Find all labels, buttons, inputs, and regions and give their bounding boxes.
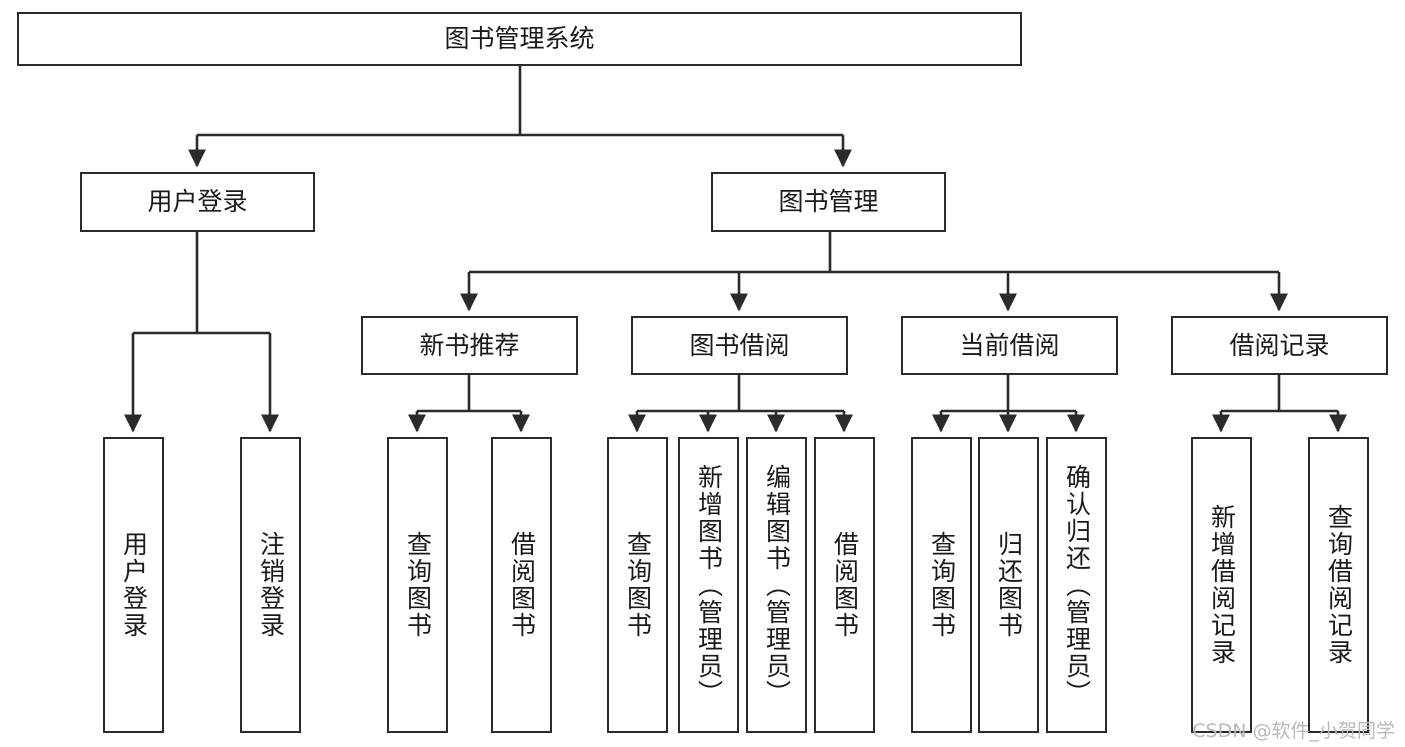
- node-book-management-label: 图书管理: [778, 187, 879, 216]
- leaf-label: 新增图书（管理员）: [694, 463, 724, 707]
- leaf-new-book-borrow[interactable]: 借阅图书: [491, 437, 552, 733]
- leaf-record-add-record[interactable]: 新增借阅记录: [1191, 437, 1252, 733]
- node-root-label: 图书管理系统: [444, 24, 595, 53]
- leaf-current-return-book[interactable]: 归还图书: [978, 437, 1039, 733]
- node-new-book-recommend-label: 新书推荐: [419, 330, 520, 360]
- leaf-new-book-query[interactable]: 查询图书: [387, 437, 448, 733]
- node-book-management[interactable]: 图书管理: [711, 172, 946, 232]
- leaf-label: 用户登录: [119, 531, 149, 639]
- leaf-label: 注销登录: [256, 531, 286, 639]
- node-book-borrow-label: 图书借阅: [689, 330, 790, 360]
- leaf-label: 借阅图书: [507, 531, 537, 639]
- leaf-label: 查询图书: [623, 531, 653, 639]
- leaf-label: 借阅图书: [830, 531, 860, 639]
- node-root-book-management-system[interactable]: 图书管理系统: [17, 12, 1022, 66]
- node-borrow-record[interactable]: 借阅记录: [1171, 316, 1388, 375]
- leaf-label: 查询图书: [927, 531, 957, 639]
- leaf-label: 编辑图书（管理员）: [762, 463, 792, 707]
- leaf-label: 确认归还（管理员）: [1062, 463, 1092, 707]
- node-current-borrow-label: 当前借阅: [959, 330, 1060, 360]
- node-user-login-label: 用户登录: [147, 187, 248, 216]
- leaf-label: 查询借阅记录: [1324, 504, 1354, 666]
- leaf-label: 归还图书: [994, 531, 1024, 639]
- leaf-current-query-book[interactable]: 查询图书: [911, 437, 972, 733]
- leaf-user-login-logout[interactable]: 注销登录: [240, 437, 301, 733]
- node-book-borrow[interactable]: 图书借阅: [631, 316, 848, 375]
- leaf-borrow-query-book[interactable]: 查询图书: [607, 437, 668, 733]
- leaf-current-confirm-return-admin[interactable]: 确认归还（管理员）: [1046, 437, 1107, 733]
- leaf-borrow-borrow-book[interactable]: 借阅图书: [814, 437, 875, 733]
- leaf-record-query-record[interactable]: 查询借阅记录: [1308, 437, 1369, 733]
- node-new-book-recommend[interactable]: 新书推荐: [361, 316, 578, 375]
- node-user-login[interactable]: 用户登录: [80, 172, 315, 232]
- node-borrow-record-label: 借阅记录: [1229, 330, 1330, 360]
- leaf-borrow-add-book-admin[interactable]: 新增图书（管理员）: [678, 437, 739, 733]
- leaf-label: 新增借阅记录: [1207, 504, 1237, 666]
- leaf-user-login-login[interactable]: 用户登录: [103, 437, 164, 733]
- leaf-borrow-edit-book-admin[interactable]: 编辑图书（管理员）: [746, 437, 807, 733]
- csdn-watermark: CSDN @软件_小贺同学: [1192, 720, 1395, 742]
- node-current-borrow[interactable]: 当前借阅: [901, 316, 1118, 375]
- leaf-label: 查询图书: [403, 531, 433, 639]
